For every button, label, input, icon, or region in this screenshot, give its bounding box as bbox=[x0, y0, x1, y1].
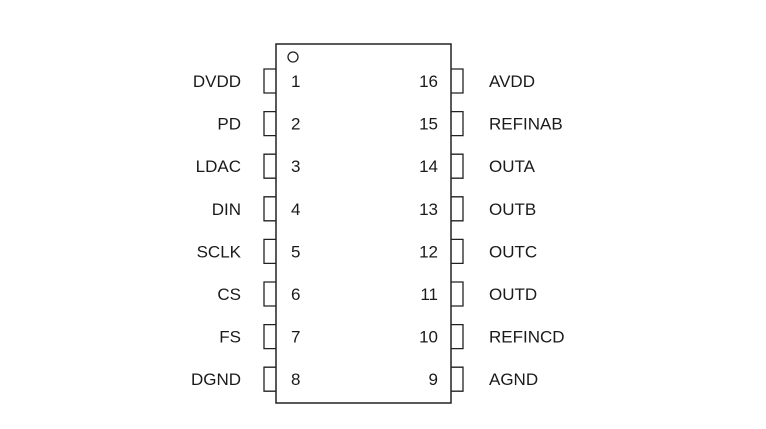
pin-number: 4 bbox=[291, 200, 300, 219]
pin-number: 14 bbox=[419, 157, 438, 176]
pin-lead-right bbox=[451, 68, 464, 94]
pin-number: 3 bbox=[291, 157, 300, 176]
pin-name-sclk: SCLK bbox=[197, 242, 242, 261]
pin-lead-left bbox=[263, 323, 276, 350]
pin1-indicator-icon bbox=[287, 51, 299, 63]
pin-lead-right bbox=[451, 323, 464, 350]
pin-number: 7 bbox=[291, 328, 300, 347]
pin-lead-right bbox=[451, 281, 464, 307]
pin-lead-left bbox=[263, 281, 276, 307]
pin-name-din: DIN bbox=[212, 200, 241, 219]
pin-name-agnd: AGND bbox=[489, 370, 538, 389]
pin-lead-right bbox=[451, 366, 464, 392]
pin-lead-left bbox=[263, 196, 276, 222]
pin-name-outd: OUTD bbox=[489, 285, 537, 304]
pin-lead-right bbox=[451, 153, 464, 179]
pin-name-fs: FS bbox=[219, 328, 241, 347]
ic-body bbox=[275, 43, 452, 404]
pin-lead-right bbox=[451, 110, 464, 137]
pin-name-outc: OUTC bbox=[489, 242, 537, 261]
pin-name-dvdd: DVDD bbox=[193, 72, 241, 91]
pin-lead-right bbox=[451, 238, 464, 265]
pin-number: 2 bbox=[291, 115, 300, 134]
pin-name-ldac: LDAC bbox=[196, 157, 241, 176]
pin-name-dgnd: DGND bbox=[191, 370, 241, 389]
pin-number: 15 bbox=[419, 115, 438, 134]
pin-lead-left bbox=[263, 153, 276, 179]
pin-lead-left bbox=[263, 68, 276, 94]
pin-lead-left bbox=[263, 366, 276, 392]
pin-number: 5 bbox=[291, 242, 300, 261]
pin-number: 12 bbox=[419, 242, 438, 261]
pin-number: 13 bbox=[419, 200, 438, 219]
pin-number: 10 bbox=[419, 328, 438, 347]
pin-number: 16 bbox=[419, 72, 438, 91]
pin-name-pd: PD bbox=[217, 115, 241, 134]
pin-number: 11 bbox=[420, 285, 438, 304]
pin-name-outa: OUTA bbox=[489, 157, 536, 176]
pin-lead-left bbox=[263, 238, 276, 265]
pin-name-outb: OUTB bbox=[489, 200, 536, 219]
pin-name-cs: CS bbox=[217, 285, 241, 304]
pin-lead-right bbox=[451, 196, 464, 222]
pin-lead-left bbox=[263, 110, 276, 137]
pin-name-refincd: REFINCD bbox=[489, 328, 565, 347]
pin-number: 9 bbox=[429, 370, 438, 389]
pin-number: 6 bbox=[291, 285, 300, 304]
pin-number: 1 bbox=[291, 72, 300, 91]
pin-name-refinab: REFINAB bbox=[489, 115, 563, 134]
pins-layer: 1 DVDD 2 PD 3 LDAC 4 DIN 5 SCLK 6 CS 7 FS 8 DGND 16 AVDD 1… bbox=[191, 68, 565, 392]
pin-number: 8 bbox=[291, 370, 300, 389]
pin-name-avdd: AVDD bbox=[489, 72, 535, 91]
